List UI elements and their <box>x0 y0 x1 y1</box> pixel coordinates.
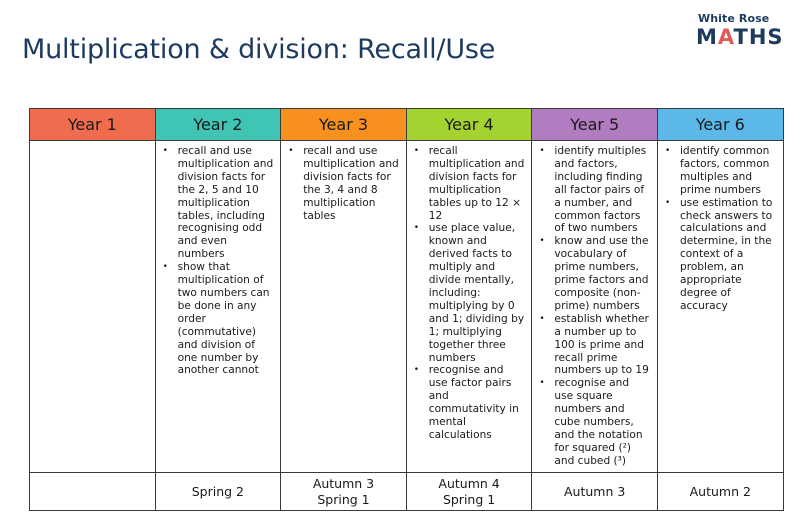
objective-item: recognise and use square numbers and cub… <box>539 377 651 467</box>
term-label: Autumn 4 <box>438 475 500 491</box>
objective-item: recall and use multiplication and divisi… <box>163 145 275 261</box>
objective-item: use place value, known and derived facts… <box>414 222 526 364</box>
logo-rest-letters: THS <box>733 25 784 49</box>
year-4-objectives: recall multiplication and division facts… <box>405 140 533 473</box>
year-6-header: Year 6 <box>656 108 784 141</box>
objective-list: recall and use multiplication and divisi… <box>156 145 281 377</box>
year-5-header: Year 5 <box>531 108 658 141</box>
year-5-terms: Autumn 3 <box>531 472 658 511</box>
term-label: Spring 1 <box>442 491 496 507</box>
objective-item: use estimation to check answers to calcu… <box>665 197 777 313</box>
objective-item: establish whether a number up to 100 is … <box>539 313 651 378</box>
objective-list: identify multiples and factors, includin… <box>532 145 657 468</box>
year-3-objectives: recall and use multiplication and divisi… <box>280 140 407 473</box>
term-label: Autumn 3 <box>564 483 626 499</box>
logo-top-text: White Rose <box>698 12 770 25</box>
objective-list: recall multiplication and division facts… <box>407 145 532 442</box>
objective-list: recall and use multiplication and divisi… <box>281 145 406 222</box>
term-label: Autumn 3 <box>312 475 375 491</box>
objectives-row: recall and use multiplication and divisi… <box>29 140 784 473</box>
term-label: Autumn 2 <box>689 483 751 499</box>
logo-letter-m: M <box>696 25 718 49</box>
white-rose-maths-logo: White Rose MATHS <box>696 12 796 48</box>
objective-item: recall multiplication and division facts… <box>414 145 526 222</box>
objective-item: show that multiplication of two numbers … <box>163 261 275 377</box>
year-2-header: Year 2 <box>154 108 282 141</box>
logo-main-text: MATHS <box>696 26 796 48</box>
term-label: Spring 1 <box>317 491 370 507</box>
year-header-row: Year 1 Year 2 Year 3 Year 4 Year 5 Year … <box>29 108 784 141</box>
objective-item: know and use the vocabulary of prime num… <box>539 235 651 312</box>
objective-item: identify multiples and factors, includin… <box>539 145 651 235</box>
year-1-objectives <box>29 140 156 473</box>
objective-item: recall and use multiplication and divisi… <box>288 145 400 222</box>
page-title: Multiplication & division: Recall/Use <box>22 34 496 65</box>
logo-rose-letter: A <box>717 25 734 49</box>
objective-list: identify common factors, common multiple… <box>658 145 783 313</box>
objective-item: identify common factors, common multiple… <box>665 145 777 197</box>
term-label: Spring 2 <box>191 483 245 499</box>
year-4-header: Year 4 <box>405 108 533 141</box>
year-2-objectives: recall and use multiplication and divisi… <box>154 140 282 473</box>
year-1-terms <box>29 472 156 511</box>
objective-item: recognise and use factor pairs and commu… <box>414 364 526 441</box>
year-6-objectives: identify common factors, common multiple… <box>656 140 784 473</box>
year-5-objectives: identify multiples and factors, includin… <box>531 140 658 473</box>
year-1-header: Year 1 <box>29 108 156 141</box>
year-2-terms: Spring 2 <box>154 472 282 511</box>
progression-table: Year 1 Year 2 Year 3 Year 4 Year 5 Year … <box>29 108 784 511</box>
year-3-header: Year 3 <box>280 108 407 141</box>
year-6-terms: Autumn 2 <box>656 472 784 511</box>
